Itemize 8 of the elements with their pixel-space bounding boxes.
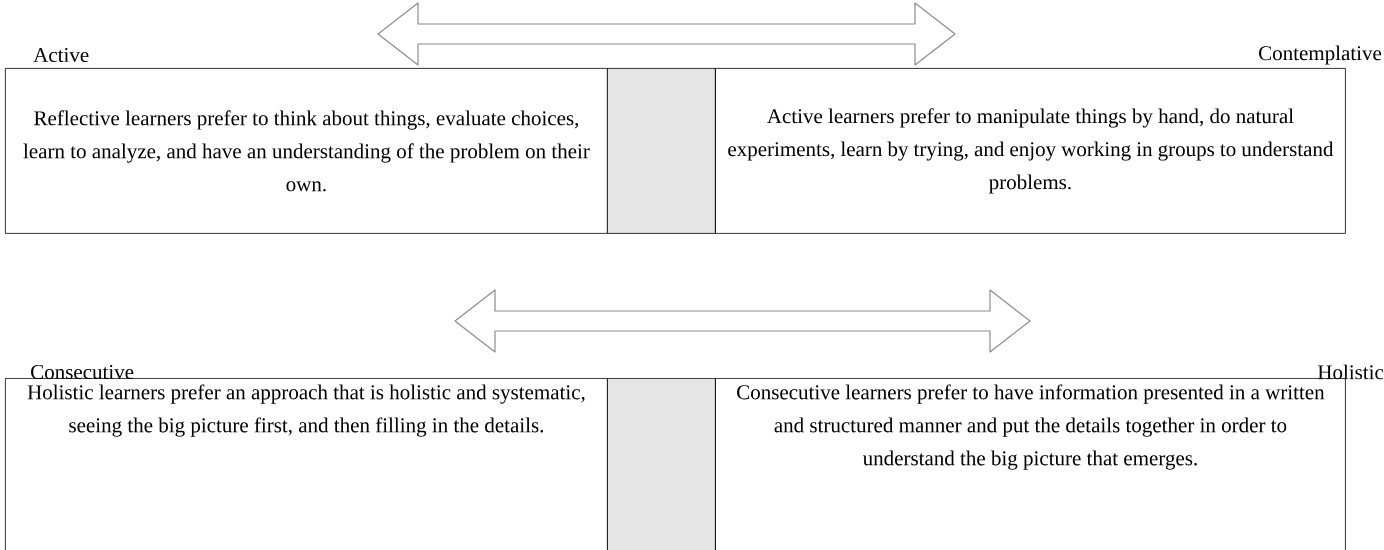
end-label: Holistic [1317, 364, 1384, 380]
end-label: Consecutive [31, 364, 134, 380]
end-label: Contemplative [1259, 45, 1382, 65]
text-box: Reflective learners prefer to think about things, evaluate choices, learn to analyze, and have an understanding of the problem on their own. [5, 68, 608, 234]
shaded-box [607, 68, 716, 234]
text-box: Holistic learners prefer an approach that is holistic and systematic, seeing the big picture first, and then filling in the details. [5, 378, 608, 550]
shaded-box [607, 378, 716, 550]
text-box: Active learners prefer to manipulate things by hand, do natural experiments, learn by trying, and enjoy working in groups to understand problems. [715, 68, 1346, 234]
